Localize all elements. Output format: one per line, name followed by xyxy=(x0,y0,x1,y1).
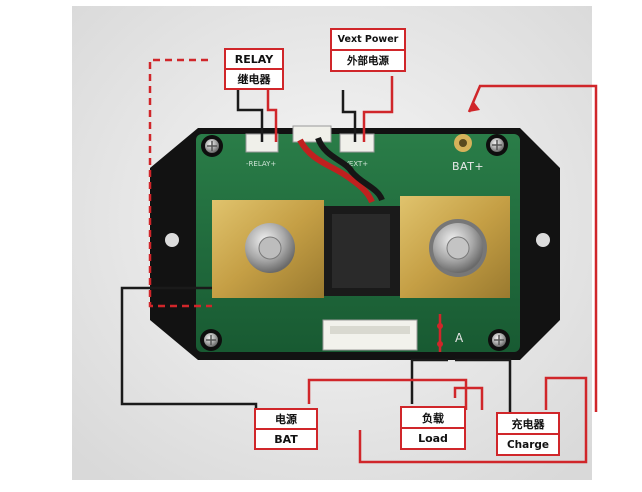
relay-label-en: RELAY xyxy=(234,52,274,66)
battery-label-en: BAT xyxy=(256,428,316,448)
bat-plus-terminal xyxy=(454,134,472,152)
charge-label-zh: 充电器 xyxy=(511,417,545,431)
load-label-box: 负载 Load xyxy=(400,406,466,450)
a-silkscreen-label: A xyxy=(455,331,464,345)
charge-label-box: 充电器 Charge xyxy=(496,412,560,456)
black-wires xyxy=(120,90,512,414)
vext-label-zh: 外部电源 xyxy=(332,49,404,70)
bolt-left xyxy=(245,223,295,273)
vext-label-box: Vext Power 外部电源 xyxy=(330,28,406,72)
vext-silkscreen: -VEXT+ xyxy=(342,160,368,168)
shunt-inner xyxy=(332,214,390,288)
twisted-cable-red xyxy=(297,138,375,204)
screw-bottom-left xyxy=(200,329,222,351)
center-connector xyxy=(292,125,332,143)
mount-hole-right xyxy=(536,233,550,247)
vext-connector xyxy=(339,133,375,153)
load-label-en: Load xyxy=(402,427,464,448)
relay-label-zh: 继电器 xyxy=(226,68,282,88)
bottom-connector-pins xyxy=(330,326,410,334)
twisted-cable-black xyxy=(315,136,385,202)
load-label-zh: 负载 xyxy=(422,411,444,425)
red-wires xyxy=(148,58,598,464)
screw-top-left xyxy=(201,135,223,157)
arrow-to-bat-plus xyxy=(469,102,480,112)
charge-label-en: Charge xyxy=(498,433,558,454)
battery-label-box: 电源 BAT xyxy=(254,408,318,450)
relay-silkscreen: -RELAY+ xyxy=(246,160,276,168)
relay-label-box: RELAY 继电器 xyxy=(224,48,284,90)
red-node-bottom xyxy=(437,341,443,347)
battery-label-zh: 电源 xyxy=(275,413,297,426)
bat-plus-label: BAT+ xyxy=(452,160,485,173)
vext-label-en: Vext Power xyxy=(337,34,399,45)
red-node-top xyxy=(437,323,443,329)
bolt-right xyxy=(429,219,487,277)
screw-top-right xyxy=(486,134,508,156)
screw-bottom-right xyxy=(488,329,510,351)
mount-hole-left xyxy=(165,233,179,247)
bottom-connector xyxy=(322,319,418,351)
